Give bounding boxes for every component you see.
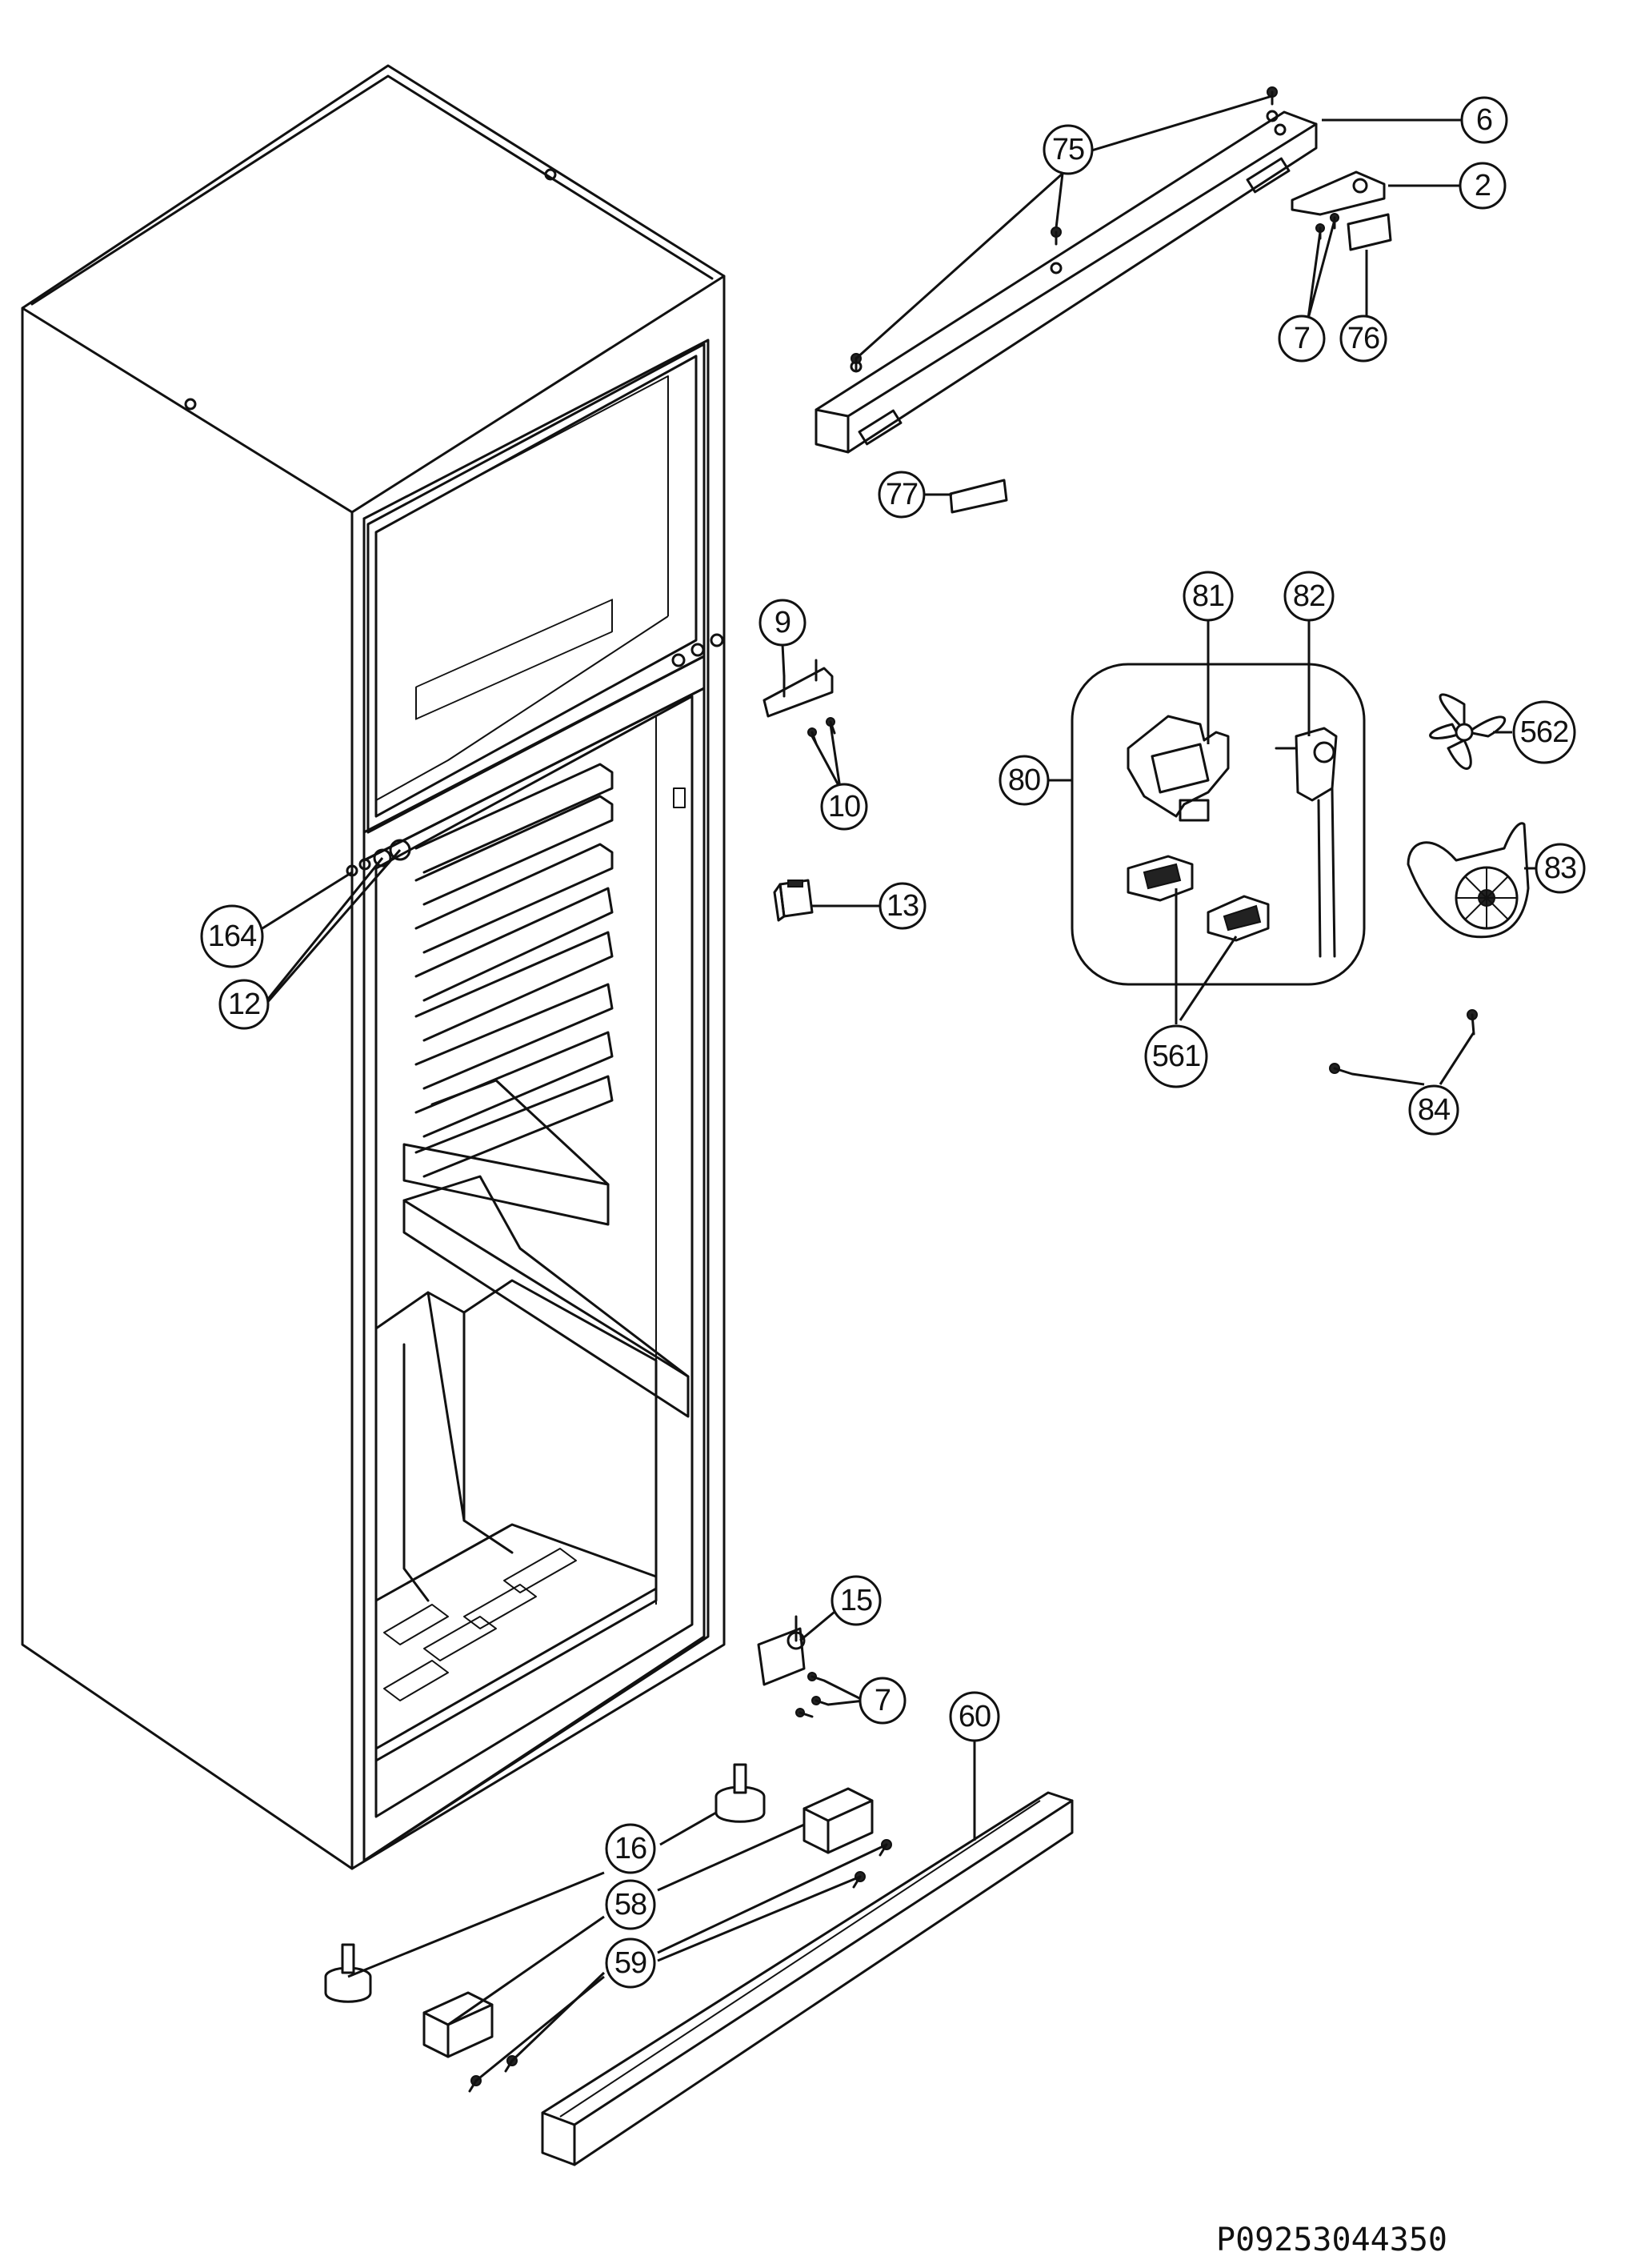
callout-label: 82	[1293, 579, 1325, 613]
callout-2: 2	[1459, 162, 1507, 210]
callout-label: 83	[1544, 852, 1576, 885]
callout-75: 75	[1043, 124, 1094, 175]
callout-label: 58	[614, 1888, 646, 1921]
drawing-code: P09253044350	[1216, 2222, 1447, 2258]
callout-label: 81	[1192, 579, 1224, 613]
callout-164: 164	[200, 904, 264, 968]
callout-label: 59	[614, 1946, 646, 1980]
hinge-part-15	[757, 1615, 806, 1686]
callout-7-top: 7	[1278, 315, 1326, 363]
callout-82: 82	[1283, 571, 1335, 622]
callout-60: 60	[949, 1691, 1000, 1742]
callout-77: 77	[878, 471, 926, 519]
fan-blade-562	[1429, 693, 1507, 770]
callout-label: 76	[1347, 322, 1379, 355]
callout-81: 81	[1183, 571, 1234, 622]
callout-label: 6	[1476, 103, 1492, 137]
bracket-part-58	[422, 1787, 874, 2058]
callout-label: 80	[1008, 763, 1040, 797]
callout-label: 60	[959, 1700, 991, 1733]
callout-label: 7	[875, 1684, 891, 1717]
callout-7-bottom: 7	[859, 1677, 907, 1725]
callout-83: 83	[1535, 843, 1586, 894]
plug-part-77	[949, 479, 1008, 514]
callout-label: 84	[1418, 1093, 1451, 1127]
callout-label: 15	[840, 1584, 872, 1617]
callout-6: 6	[1460, 96, 1508, 144]
callout-562: 562	[1512, 700, 1576, 764]
callout-15: 15	[831, 1575, 882, 1626]
callout-label: 10	[828, 790, 860, 823]
callout-label: 77	[886, 478, 918, 511]
callout-label: 561	[1152, 1040, 1200, 1073]
callout-10: 10	[820, 783, 868, 831]
callout-76: 76	[1339, 315, 1387, 363]
fan-assembly-80	[1071, 663, 1366, 986]
callout-58: 58	[605, 1879, 656, 1930]
shelf-rails	[414, 599, 614, 1178]
plug-part-76	[1347, 213, 1392, 251]
callout-label: 13	[887, 889, 919, 923]
screws-7-bottom	[795, 1672, 830, 1718]
callout-label: 7	[1294, 322, 1310, 355]
callout-label: 562	[1520, 715, 1568, 749]
callout-561: 561	[1144, 1024, 1208, 1088]
callout-label: 16	[614, 1832, 646, 1865]
callout-label: 12	[228, 988, 260, 1021]
bracket-part-9	[762, 659, 834, 718]
callout-9: 9	[758, 599, 806, 647]
switch-part-13	[773, 879, 814, 922]
callout-16: 16	[605, 1823, 656, 1874]
callout-59: 59	[605, 1937, 656, 1989]
callout-12: 12	[218, 979, 270, 1030]
callout-13: 13	[879, 882, 927, 930]
callout-label: 9	[774, 606, 790, 639]
screws-10	[807, 717, 836, 745]
kick-plate-60	[541, 1791, 1074, 2166]
fan-shroud-83	[1407, 822, 1530, 939]
callout-label: 75	[1052, 133, 1084, 166]
leader-lines	[249, 94, 1536, 2082]
top-cover-part-6	[814, 110, 1318, 454]
hinge-part-2	[1291, 170, 1386, 216]
refrigerator-cabinet	[21, 64, 726, 1870]
callout-84: 84	[1408, 1084, 1459, 1136]
screws-84	[1329, 1009, 1478, 1076]
callout-label: 164	[208, 920, 257, 953]
callout-80: 80	[999, 755, 1050, 806]
callout-label: 2	[1475, 169, 1491, 202]
